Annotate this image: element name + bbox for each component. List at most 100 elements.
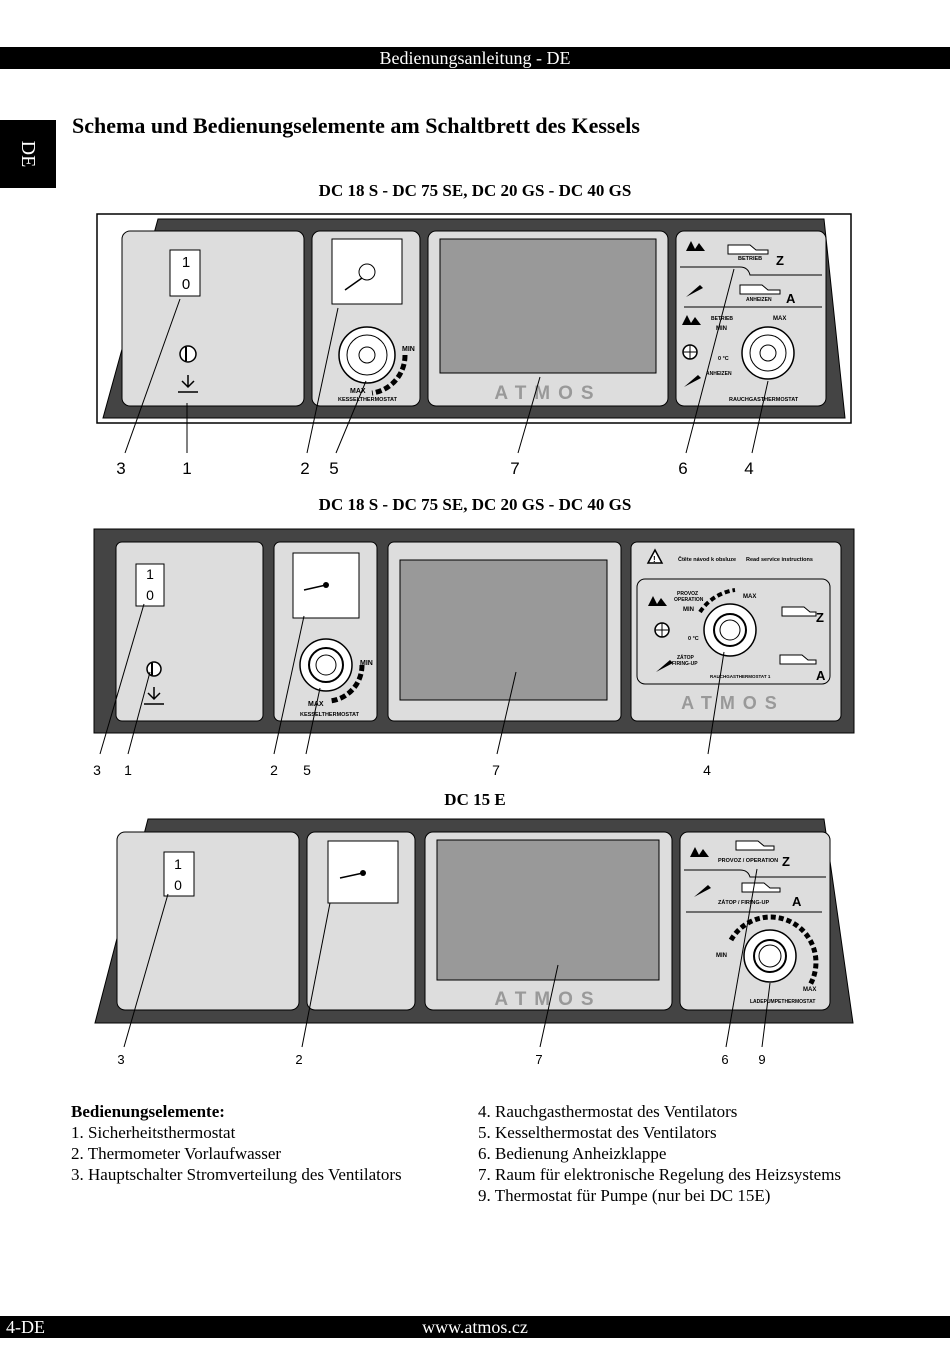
pump-arc — [728, 914, 819, 987]
main-switch — [135, 563, 165, 607]
operation-label: OPERATION — [674, 597, 704, 603]
callout-9: 9 — [758, 1052, 765, 1067]
leader-lines — [123, 868, 771, 1048]
language-tab: DE — [0, 120, 56, 188]
lade-label: LADEPUMPETHERMOSTAT — [750, 999, 815, 1005]
callout-1: 1 — [124, 762, 132, 778]
panel-diagram-2: 1 0 MIN MAX KESSELTHERMOSTAT ! Čtěte náv… — [93, 528, 855, 778]
warning-icon — [646, 548, 664, 564]
legend-item: 4. Rauchgasthermostat des Ventilators — [478, 1102, 738, 1121]
kessel-arc — [329, 664, 365, 704]
switch-section — [121, 230, 305, 407]
page-title: Schema und Bedienungselemente am Schaltb… — [72, 113, 640, 138]
page-number: 4-DE — [6, 1317, 45, 1337]
z-label: Z — [776, 253, 784, 268]
betrieb-label-2: BETRIEB — [711, 316, 733, 322]
switch-off-label: 0 — [174, 877, 182, 893]
flame-icon — [686, 241, 705, 251]
rauch-dial — [741, 326, 795, 380]
a-label: A — [786, 291, 796, 306]
footer-url[interactable]: www.atmos.cz — [422, 1317, 528, 1337]
firing-icon — [686, 285, 703, 297]
zatop-label: ZÁTOP — [677, 654, 695, 661]
page-header: Bedienungsanleitung - DE — [0, 47, 950, 69]
thermometer-hub — [358, 263, 376, 281]
anheizen-label-2: ANHEIZEN — [706, 371, 732, 377]
switch-off-label: 0 — [146, 587, 154, 603]
legend-right: 4. Rauchgasthermostat des Ventilators 5.… — [478, 1101, 841, 1206]
callout-5: 5 — [303, 762, 311, 778]
warning-mark: ! — [653, 555, 656, 564]
callout-3: 3 — [116, 459, 125, 478]
rauch-dial — [703, 603, 757, 657]
z-label: Z — [816, 610, 824, 625]
callout-7: 7 — [510, 459, 519, 478]
flame-icon — [648, 596, 667, 606]
callout-7: 7 — [492, 762, 500, 778]
rauch-min-label: MIN — [683, 607, 694, 613]
callout-3: 3 — [93, 762, 101, 778]
diagram-3-subtitle: DC 15 E — [444, 790, 506, 809]
reset-icon — [178, 375, 198, 393]
legend-item: 6. Bedienung Anheizklappe — [478, 1144, 667, 1163]
firing-icon — [694, 885, 711, 897]
thermometer-needle — [339, 872, 364, 879]
flap-open-icon — [741, 882, 781, 893]
brand-logo: ATMOS — [494, 989, 601, 1010]
main-switch — [163, 851, 195, 897]
reset-icon — [144, 687, 164, 705]
betrieb-divider — [684, 869, 826, 878]
rauch-label: RAUCHGASTHERMOSTAT 1 — [710, 674, 771, 679]
thermometer-needle — [344, 277, 363, 291]
zero-label: 0 °C — [688, 636, 699, 642]
header-title: Bedienungsanleitung - DE — [379, 48, 571, 68]
pump-max-label: MAX — [803, 987, 816, 993]
callout-2: 2 — [270, 762, 278, 778]
control-space — [436, 839, 660, 981]
flap-icon — [735, 840, 775, 851]
page-footer: 4-DE www.atmos.cz — [0, 1316, 950, 1338]
brand-logo: ATMOS — [681, 693, 785, 713]
firing-icon — [656, 660, 673, 672]
warn-en-label: Read service instructions — [746, 557, 813, 563]
rauch-max-label: MAX — [743, 594, 756, 600]
rauch-arc — [698, 588, 736, 614]
control-space — [399, 559, 608, 701]
kessel-dial — [299, 638, 353, 692]
callout-5: 5 — [329, 459, 338, 478]
switch-off-label: 0 — [182, 276, 190, 293]
callout-4: 4 — [703, 762, 711, 778]
rauch-max-label: MAX — [773, 316, 786, 322]
pump-dial — [743, 929, 797, 983]
warn-cz-label: Čtěte návod k obsluze — [678, 556, 736, 563]
kessel-dial — [338, 326, 396, 384]
panel-diagram-3: 1 0 ATMOS PROVOZ / OPERATION Z ZÁTOP / F… — [94, 818, 854, 1067]
rauch-min-label: MIN — [716, 326, 727, 332]
callout-1: 1 — [182, 459, 191, 478]
flap-open-icon — [739, 284, 781, 295]
kessel-min-label: MIN — [360, 660, 373, 667]
diagram-1-subtitle: DC 18 S - DC 75 SE, DC 20 GS - DC 40 GS — [318, 181, 632, 200]
diagram-2-subtitle: DC 18 S - DC 75 SE, DC 20 GS - DC 40 GS — [318, 495, 632, 514]
kessel-max-label: MAX — [308, 701, 324, 708]
language-tab-label: DE — [17, 140, 39, 168]
zero-label: 0 °C — [718, 356, 729, 362]
a-label: A — [816, 668, 826, 683]
brand-logo: ATMOS — [494, 383, 601, 404]
firing-icon-2 — [684, 375, 701, 387]
firing-up-label: FIRING-UP — [672, 661, 698, 667]
panel-diagram-1: 1 0 MIN MAX KESSELTHERMOSTAT ATMOS BETRI… — [96, 213, 852, 478]
callout-6: 6 — [678, 459, 687, 478]
main-switch — [169, 249, 201, 297]
fan-icon — [682, 344, 698, 360]
provoz-label: PROVOZ / OPERATION — [718, 858, 778, 864]
kessel-label: KESSELTHERMOSTAT — [300, 712, 360, 718]
legend-item: 1. Sicherheitsthermostat — [71, 1123, 236, 1142]
flap-open-icon — [779, 654, 817, 665]
flame-icon-2 — [682, 315, 701, 325]
betrieb-divider — [680, 266, 822, 276]
callout-3: 3 — [117, 1052, 124, 1067]
leader-lines — [124, 268, 769, 454]
switch-on-label: 1 — [182, 254, 190, 271]
legend-item: 9. Thermostat für Pumpe (nur bei DC 15E) — [478, 1186, 771, 1205]
